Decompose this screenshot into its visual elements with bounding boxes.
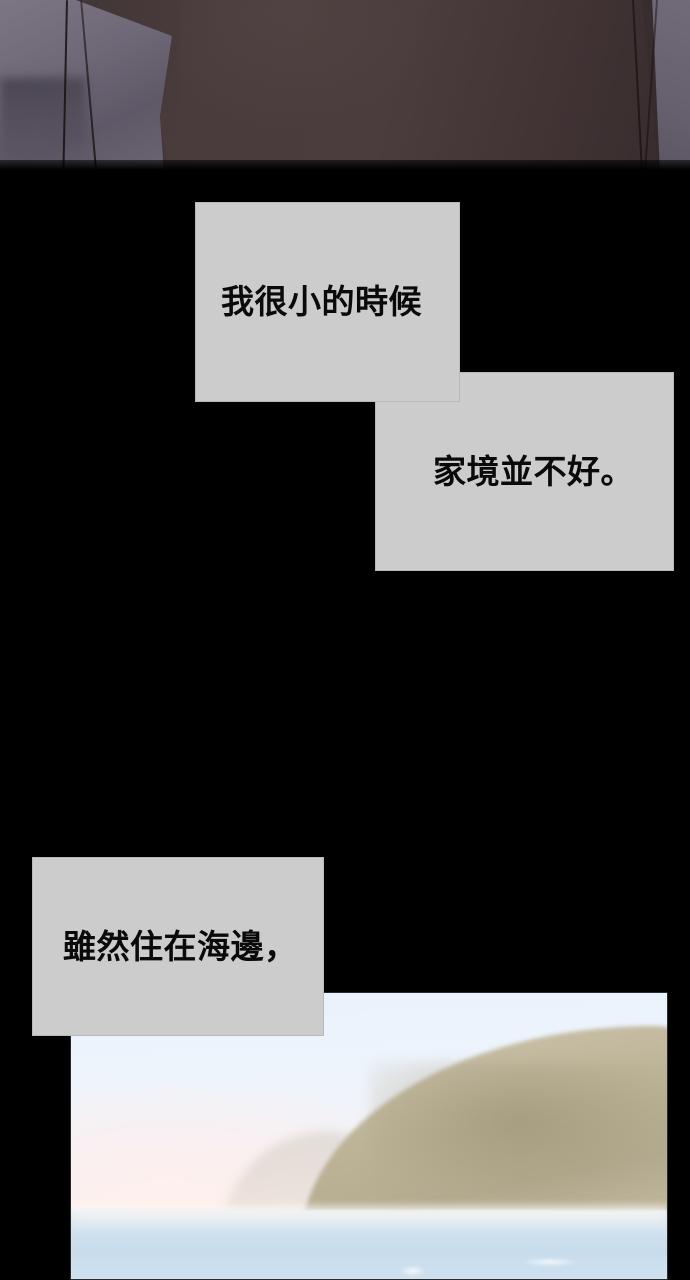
caption-text-1: 我很小的時候: [221, 282, 422, 322]
panel-bottom-seascape: [70, 992, 668, 1280]
panel-top: [0, 0, 690, 170]
photo-water-sparkle-1: [400, 1266, 426, 1276]
photo-hill-shading: [370, 1062, 668, 1212]
sky-left-shadow: [0, 78, 86, 170]
figure-clothing: [76, 0, 658, 170]
panel-top-bottom-edge: [0, 160, 690, 170]
caption-text-2: 家境並不好。: [433, 451, 634, 491]
photo-water-sparkle-2: [520, 1258, 580, 1266]
clothing-highlight: [180, 0, 440, 130]
caption-text-3: 雖然住在海邊，: [63, 926, 298, 966]
caption-box-1: 我很小的時候: [195, 202, 460, 402]
caption-box-2: 家境並不好。: [375, 372, 674, 571]
caption-box-3: 雖然住在海邊，: [32, 857, 324, 1036]
photo-sea-haze: [70, 1206, 668, 1236]
